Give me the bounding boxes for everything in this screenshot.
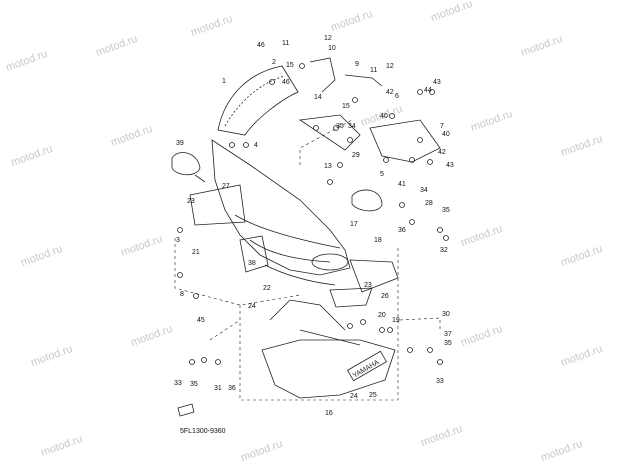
windscreen [217,65,299,136]
upper-cowling [211,139,351,276]
callout-14: 14 [314,94,322,101]
yamaha-decal-text: YAMAHA [352,359,381,380]
callout-46: 46 [257,42,265,49]
callout-38: 38 [248,260,256,267]
cowling-stay [369,119,441,163]
callout-2: 2 [272,59,276,66]
callout-15: 15 [286,62,294,69]
callout-37: 37 [444,331,452,338]
part-code: 5FL1300-9360 [180,428,226,435]
mirror-right [351,189,383,212]
callout-11: 11 [370,67,377,74]
side-cowl [349,259,399,293]
callout-44: 44 [424,87,432,94]
callout-18: 18 [374,237,382,244]
callout-17: 17 [350,221,358,228]
callout-3: 3 [176,237,180,244]
side-panel-left [189,184,246,226]
callout-20: 20 [378,312,386,319]
callout-1: 1 [222,78,226,85]
fasteners [177,63,449,365]
callout-34: 34 [348,123,356,130]
callout-23: 23 [187,198,195,205]
callout-4: 4 [254,142,258,149]
callout-12: 12 [386,63,394,70]
mirror-left [171,152,201,176]
callout-24: 24 [350,393,358,400]
callout-35: 35 [442,207,450,214]
callout-19: 19 [392,317,400,324]
callout-7: 7 [440,123,444,130]
callout-11: 11 [282,40,289,47]
callout-35: 35 [190,381,198,388]
callout-40: 40 [380,113,388,120]
clip-icon [177,403,195,417]
callout-34: 34 [420,187,428,194]
callout-13: 13 [324,163,332,170]
callout-35: 35 [336,123,344,130]
callout-35: 35 [444,340,452,347]
callout-45: 45 [197,317,205,324]
callout-21: 21 [192,249,200,256]
callout-33: 33 [174,380,182,387]
callout-32: 32 [440,247,448,254]
callout-42: 42 [438,149,446,156]
callout-42: 42 [386,89,394,96]
callout-25: 25 [369,392,377,399]
callout-5: 5 [380,171,384,178]
callout-12: 12 [324,35,332,42]
callout-26: 26 [381,293,389,300]
callout-24: 24 [248,303,256,310]
callout-labels: 1234567891011111212131415151617181920212… [174,35,454,417]
callout-46: 46 [282,79,290,86]
under-cowling [261,339,396,399]
callout-16: 16 [325,410,333,417]
callout-10: 10 [328,45,336,52]
callout-22: 22 [263,285,271,292]
callout-15: 15 [342,103,350,110]
callout-27: 27 [222,183,230,190]
callout-36: 36 [398,227,406,234]
callout-41: 41 [398,181,406,188]
callout-28: 28 [425,200,433,207]
callout-39: 39 [176,140,184,147]
callout-6: 6 [395,93,399,100]
yamaha-decal [346,350,388,382]
callout-40: 40 [442,131,450,138]
callout-8: 8 [180,291,184,298]
callout-43: 43 [446,162,454,169]
callout-29: 29 [352,152,360,159]
callout-30: 30 [442,311,450,318]
callout-9: 9 [355,61,359,68]
callout-36: 36 [228,385,236,392]
callout-31: 31 [214,385,222,392]
headlight [239,235,269,273]
callout-33: 33 [436,378,444,385]
callout-43: 43 [433,79,441,86]
callout-23: 23 [364,282,372,289]
